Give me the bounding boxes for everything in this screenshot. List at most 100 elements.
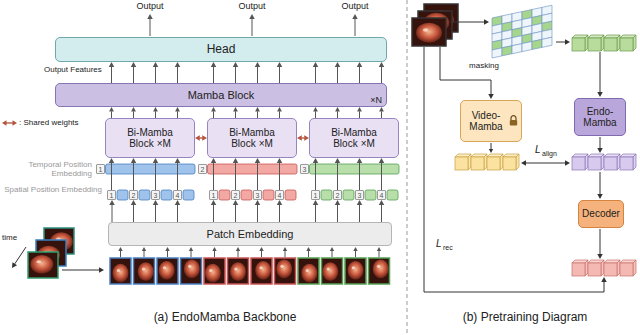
video-mamba-box: Video-Mamba <box>460 100 522 142</box>
arrow-head <box>211 62 217 67</box>
reconstructed-token <box>601 260 604 276</box>
arrow-head <box>283 247 287 251</box>
arrow-head <box>118 247 122 251</box>
endoscopy-frame-border <box>28 252 58 278</box>
arrow-head <box>335 107 340 111</box>
arrow-line <box>600 52 601 92</box>
arrow-line <box>257 205 258 222</box>
visible-cell <box>522 41 532 51</box>
endoscopy-frame-border <box>181 258 202 284</box>
tissue-blob <box>416 23 442 43</box>
arrow-head <box>313 62 319 67</box>
arrow-head <box>12 262 17 268</box>
visible-token <box>604 38 617 51</box>
arrow-line <box>200 137 202 138</box>
arrow-head <box>379 107 384 111</box>
arrow-line <box>213 163 214 190</box>
tissue-highlight <box>117 269 120 272</box>
arrow-head <box>489 149 493 153</box>
annotation-label: (b) Pretraining Diagram <box>420 311 630 325</box>
arrow-head <box>565 39 570 45</box>
reconstructed-token <box>572 263 585 276</box>
text-wrap: Bi-Mamba Block×M <box>119 127 181 150</box>
temporal-position-bar <box>106 164 196 174</box>
arrow-head <box>521 160 526 166</box>
tissue-blob <box>159 261 175 280</box>
connector-arrow <box>233 158 239 190</box>
arrow-line <box>337 111 338 118</box>
arrow-line <box>177 205 178 222</box>
lock-icon <box>509 115 518 126</box>
student-token <box>572 157 585 170</box>
arrow-line <box>315 205 316 222</box>
annotation-label: Output <box>335 1 375 11</box>
arrow-line <box>424 47 604 292</box>
reconstructed-token <box>588 263 601 276</box>
tissue-blob <box>348 261 364 280</box>
node-text: 3 <box>303 166 307 173</box>
connector-arrow <box>109 62 115 83</box>
node-text: Video-Mamba <box>464 110 508 133</box>
arrow-head <box>131 158 137 163</box>
annotation-label: align <box>542 150 572 158</box>
arrow-line <box>440 47 491 94</box>
arrow-line <box>252 19 253 36</box>
visible-token <box>601 35 604 51</box>
arrow-line <box>150 19 151 36</box>
connector-arrow <box>379 62 385 83</box>
connector-arrow <box>109 158 115 190</box>
arrow-head <box>147 14 153 19</box>
connector-arrow <box>335 107 340 118</box>
head-box: Head <box>55 37 387 62</box>
connector-arrow <box>131 62 137 83</box>
student-token <box>620 157 633 170</box>
text-wrap: Bi-Mamba Block×M <box>323 127 385 150</box>
tissue-highlight <box>377 265 380 268</box>
arrow-line <box>526 163 565 164</box>
tissue-blob <box>184 260 200 279</box>
arrow-line <box>381 111 382 118</box>
arrow-head <box>153 200 159 205</box>
connector-arrow <box>379 200 385 222</box>
endoscopy-frame-bg <box>275 258 296 284</box>
spatial-position-tile <box>139 190 150 200</box>
arrow-head <box>212 247 216 251</box>
arrow-head <box>131 107 136 111</box>
legend-text: : Shared weights <box>19 118 79 127</box>
arrow-line <box>600 137 601 148</box>
arrow-head <box>379 158 385 163</box>
text-wrap: Mamba Block <box>188 89 255 102</box>
spatial-position-tile <box>263 190 274 200</box>
node-text: Endo-Mamba <box>578 106 622 129</box>
connector-arrow <box>277 158 283 190</box>
spatial-index-box: 4 <box>275 190 284 200</box>
arrow-line <box>600 172 601 194</box>
spatial-index-box: 2 <box>333 190 342 200</box>
arrow-head <box>335 62 341 67</box>
node-text: 2 <box>132 192 136 199</box>
arrow-head <box>142 247 146 251</box>
masked-cell <box>532 39 542 49</box>
text-wrap: 3 <box>154 192 158 199</box>
arrow-head <box>175 107 180 111</box>
node-text: Decoder <box>582 208 620 220</box>
endoscopy-frame-bg <box>322 258 343 284</box>
endoscopy-frame-border <box>251 258 272 284</box>
arrow-line <box>491 143 492 149</box>
visible-token <box>633 35 636 51</box>
spatial-position-tile <box>161 190 172 200</box>
lock-body <box>510 120 517 126</box>
arrow-head <box>153 158 159 163</box>
node-text: 1 <box>314 192 318 199</box>
endoscopy-frame-border <box>412 18 446 46</box>
connector-arrow <box>109 107 114 118</box>
node-text: 2 <box>336 192 340 199</box>
arrow-line <box>62 270 99 271</box>
visible-cell <box>492 48 502 58</box>
connector-arrow <box>131 158 137 190</box>
visible-token <box>585 35 588 51</box>
endoscopy-frame-border <box>345 258 366 284</box>
arrow-head <box>335 158 341 163</box>
arrow-line <box>144 251 145 257</box>
visible-cell <box>512 44 522 54</box>
